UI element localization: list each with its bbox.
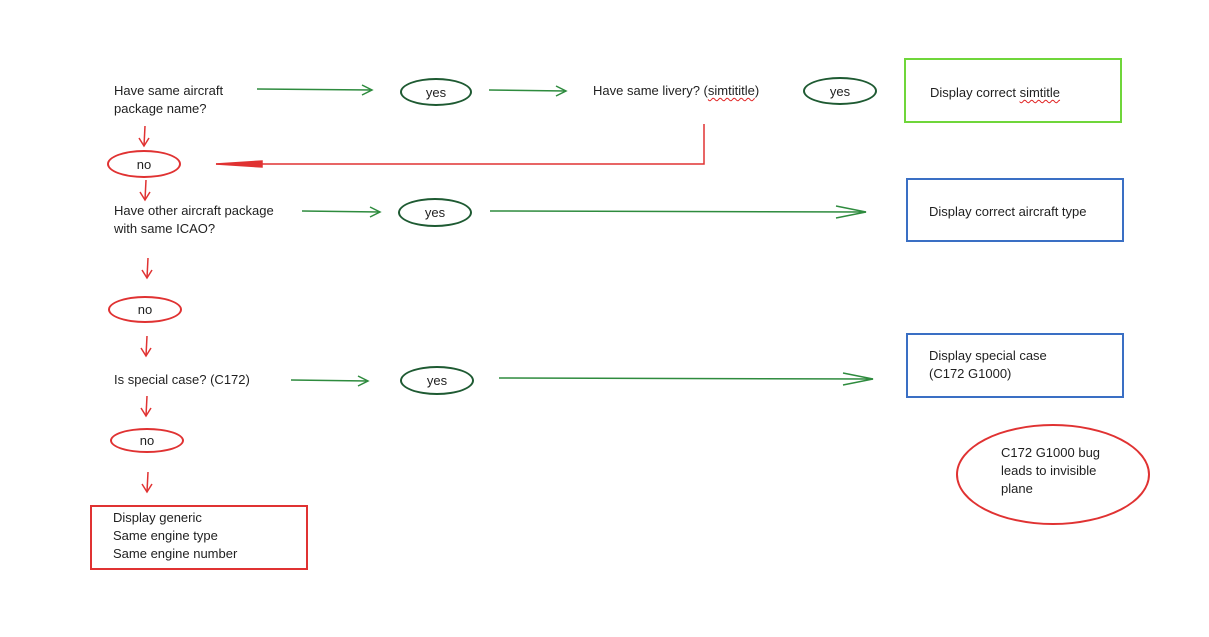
result-generic-text: Display generic Same engine type Same en… <box>113 510 238 561</box>
yes-oval-livery: yes <box>803 77 877 105</box>
result-box-aircraft-type: Display correct aircraft type <box>906 178 1124 242</box>
question-same-icao-line2: with same ICAO? <box>114 221 216 236</box>
result-simtitle-text: Display correct simtitle <box>930 84 1060 102</box>
note-bug-oval: C172 G1000 bug leads to invisible plane <box>956 424 1150 525</box>
arrow-q1-to-no1 <box>138 125 150 148</box>
arrow-q2-no-to-no1 <box>215 124 705 168</box>
question-same-icao: Have other aircraft package with same IC… <box>114 202 274 238</box>
no-oval-icao: no <box>108 296 182 323</box>
arrow-no2-to-q4 <box>140 335 152 358</box>
yes-oval-special-case: yes <box>400 366 474 395</box>
result-box-simtitle: Display correct simtitle <box>904 58 1122 123</box>
question-same-livery-word: simtititle <box>707 83 755 98</box>
yes-oval-icao: yes <box>398 198 472 227</box>
result-box-generic: Display generic Same engine type Same en… <box>90 505 308 570</box>
no-oval-special-case: no <box>110 428 184 453</box>
arrow-q1-to-yes1 <box>256 84 374 96</box>
question-same-livery-suffix: ) <box>754 83 760 98</box>
question-same-package: Have same aircraft package name? <box>114 82 223 118</box>
result-special-case-text: Display special case (C172 G1000) <box>929 348 1047 381</box>
arrow-q3-to-no2 <box>141 257 153 280</box>
arrow-q4-to-no3 <box>140 395 152 418</box>
note-bug-text: C172 G1000 bug leads to invisible plane <box>1001 445 1101 496</box>
question-same-package-line1: Have same aircraft <box>114 83 224 98</box>
result-box-special-case: Display special case (C172 G1000) <box>906 333 1124 398</box>
question-same-livery-prefix: Have same livery? ( <box>593 83 708 98</box>
result-simtitle-word: simtitle <box>1019 85 1061 100</box>
question-special-case: Is special case? (C172) <box>114 372 250 387</box>
result-simtitle-prefix: Display correct <box>930 85 1020 100</box>
arrow-yes2-to-aircraft-type <box>489 205 867 219</box>
result-aircraft-type-text: Display correct aircraft type <box>929 204 1087 219</box>
question-same-icao-line1: Have other aircraft package <box>114 203 274 218</box>
arrow-q3-to-yes2 <box>301 206 382 218</box>
arrow-q4-to-yes3 <box>290 375 370 387</box>
question-same-package-line2: package name? <box>114 101 207 116</box>
question-same-livery: Have same livery? (simtititle) <box>593 82 759 100</box>
arrow-no3-to-generic <box>141 471 153 494</box>
no-oval-package: no <box>107 150 181 178</box>
arrow-yes3-to-special-case <box>498 372 874 386</box>
arrow-no1-to-q3 <box>139 179 151 202</box>
arrow-yes1-to-q2 <box>488 85 568 97</box>
yes-oval-package: yes <box>400 78 472 106</box>
